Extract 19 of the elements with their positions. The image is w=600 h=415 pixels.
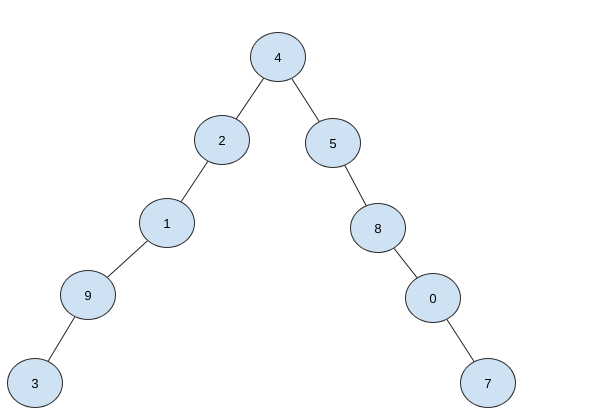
connector-line [394, 248, 418, 278]
connector-line [291, 78, 320, 122]
connector-line [107, 240, 148, 278]
node-value: 7 [484, 376, 492, 390]
tree-node-circle [60, 270, 116, 320]
connector-line [236, 78, 264, 120]
connector-line [180, 161, 208, 202]
node-value: 8 [374, 220, 382, 236]
node-value: 1 [163, 216, 171, 230]
node-value: 4 [274, 50, 282, 64]
connector-line [48, 316, 76, 362]
tree-node-circle [139, 198, 195, 248]
node-value: 9 [84, 288, 92, 302]
connector-line [446, 319, 474, 362]
connector-line [344, 165, 367, 206]
node-value: 2 [218, 132, 226, 148]
node-value: 3 [31, 376, 39, 390]
node-value: 5 [329, 136, 337, 150]
node-value: 0 [429, 290, 437, 306]
